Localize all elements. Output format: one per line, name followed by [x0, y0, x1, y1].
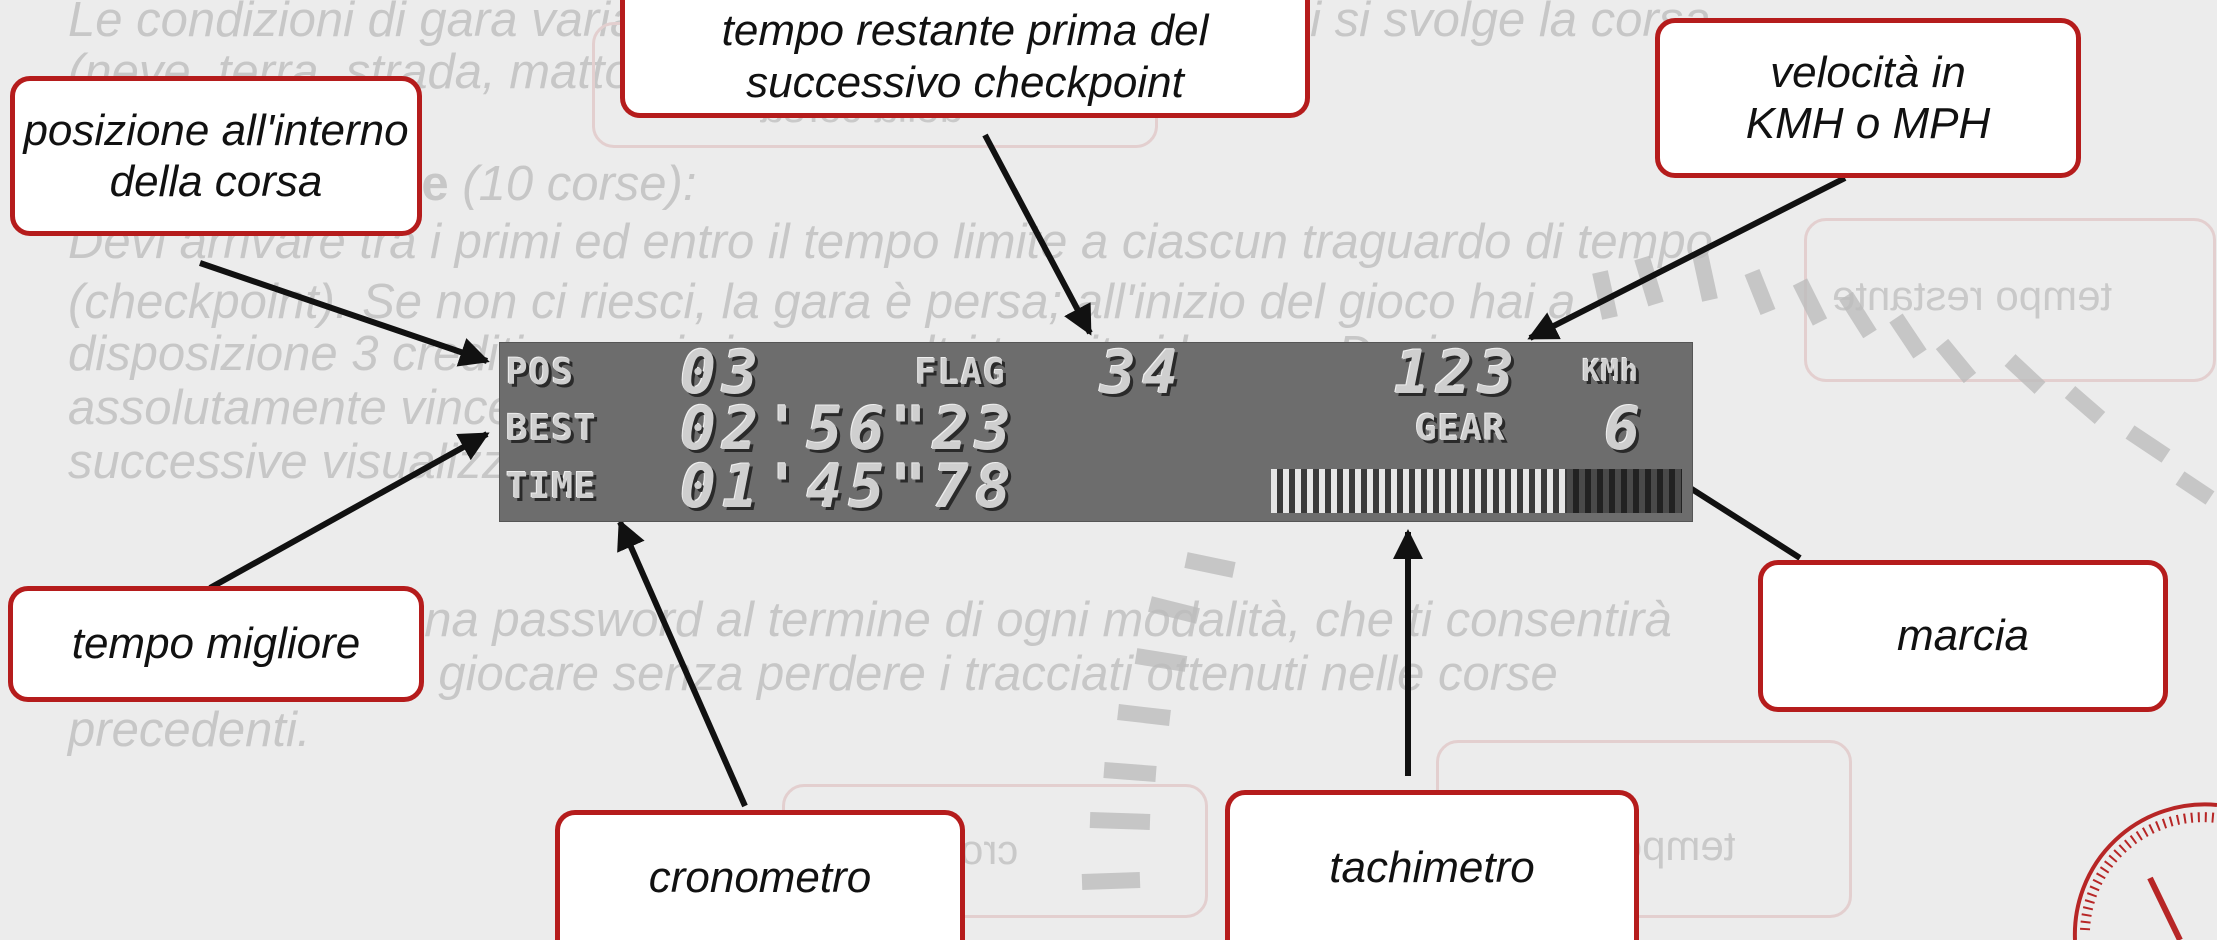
flag-value: 34	[1100, 338, 1185, 408]
callout-gear: marcia	[1758, 560, 2168, 712]
pos-label: POS	[506, 352, 575, 393]
arrow-best	[208, 431, 490, 591]
flag-label: FLAG	[915, 352, 1006, 393]
race-time-value: 01'45"78	[680, 452, 1017, 522]
best-time-value: 02'56"23	[680, 394, 1017, 464]
time-label: TIME	[506, 466, 597, 507]
arrow-speed	[1527, 175, 1847, 341]
callout-speed: velocità in KMH o MPH	[1655, 18, 2081, 178]
arrow-checkpoint	[982, 133, 1093, 336]
callout-tachometer: tachimetro	[1225, 790, 1639, 940]
callout-best: tempo migliore	[8, 586, 424, 702]
gear-label: GEAR	[1415, 408, 1506, 449]
tachometer-bar	[1271, 469, 1682, 513]
callout-checkpoint: tempo restante prima del successivo chec…	[620, 0, 1310, 118]
speed-value: 123	[1394, 338, 1521, 408]
race-hud-screen: POS 03 FLAG 34 123 KMh BEST 02'56"23 GEA…	[500, 343, 1692, 521]
arrow-chrono	[617, 519, 748, 808]
gear-value: 6	[1604, 394, 1647, 464]
best-label: BEST	[506, 408, 597, 449]
speed-unit: KMh	[1582, 354, 1640, 389]
arrow-position	[199, 260, 490, 367]
pos-value: 03	[680, 338, 765, 408]
callout-chronometer: cronometro	[555, 810, 965, 940]
callout-position: posizione all'interno della corsa	[10, 76, 422, 236]
tachometer-unlit	[1566, 469, 1682, 513]
